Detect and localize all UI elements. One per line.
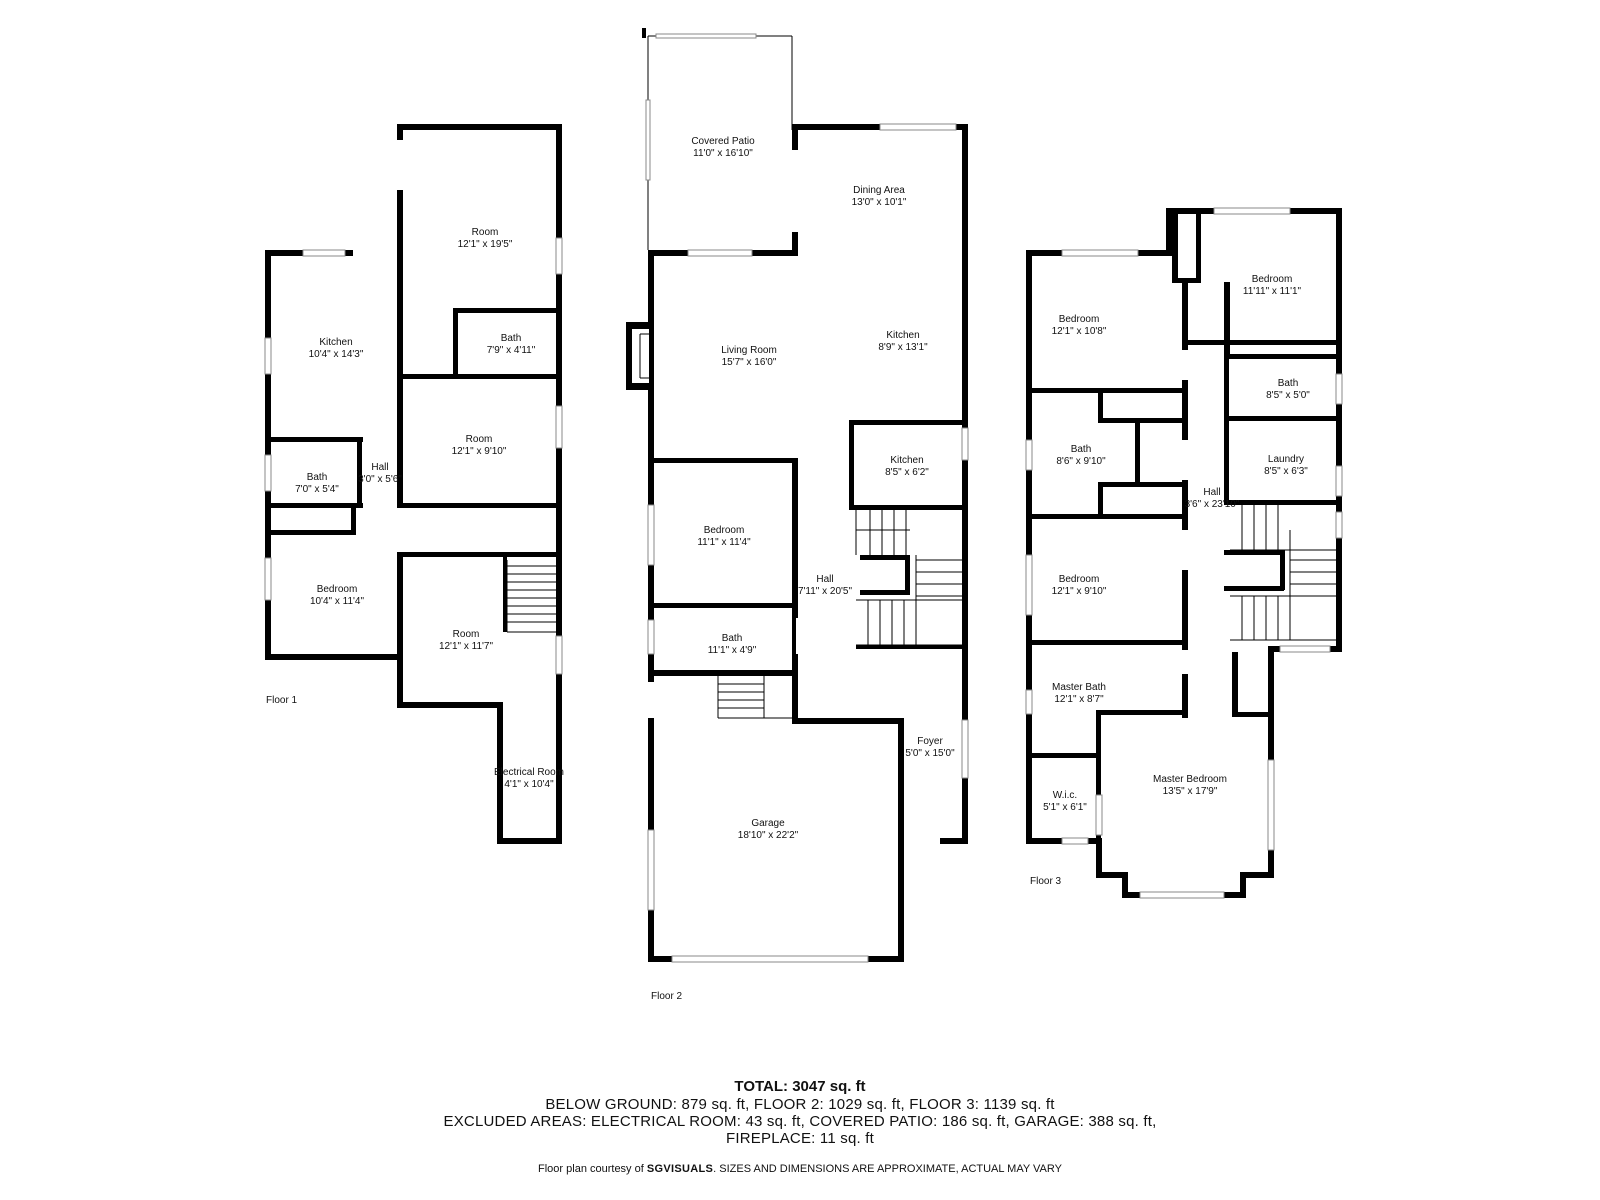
room-name: Kitchen [886,330,919,341]
room-dims: 12'1" x 9'10" [1052,586,1107,597]
excluded-areas: EXCLUDED AREAS: ELECTRICAL ROOM: 43 sq. … [443,1113,1157,1130]
room-name: Dining Area [853,185,905,196]
room-dims: 8'5" x 6'2" [885,467,929,478]
room-name: Bath [501,333,522,344]
room-dims: 3'6" x 23'10" [1185,499,1240,510]
room-dims: 12'1" x 11'7" [439,641,494,652]
room-name: Bedroom [1059,574,1100,585]
room-name: Bedroom [704,525,745,536]
floor-3-label: Floor 3 [1030,876,1062,887]
room-name: Foyer [917,736,943,747]
floor-1-stairs [506,560,556,633]
room-dims: 5'0" x 15'0" [905,748,955,759]
room-name: Room [472,227,499,238]
room-dims: 12'1" x 8'7" [1054,694,1104,705]
room-dims: 7'11" x 20'5" [798,586,853,597]
room-dims: 12'1" x 10'8" [1052,326,1107,337]
room-dims: 11'0" x 16'10" [693,148,753,159]
room-name: Living Room [721,345,777,356]
room-name: Electrical Room [494,767,564,778]
room-name: Bath [1071,444,1092,455]
floor-2-plan: Covered Patio 11'0" x 16'10" Dining Area… [626,28,969,1002]
fireplace-area: FIREPLACE: 11 sq. ft [726,1130,874,1147]
room-dims: 8'6" x 9'10" [1056,456,1106,467]
room-name: Room [466,434,493,445]
room-dims: 7'0" x 5'4" [295,484,339,495]
room-name: Master Bath [1052,682,1106,693]
room-name: Garage [751,818,785,829]
room-name: Kitchen [319,337,352,348]
room-name: Hall [816,574,833,585]
room-name: Bedroom [1059,314,1100,325]
floor-3-stairs [1230,505,1336,641]
room-name: Hall [1203,487,1220,498]
room-name: Room [453,629,480,640]
floor-2-label: Floor 2 [651,991,683,1002]
total-area: TOTAL: 3047 sq. ft [734,1078,866,1095]
floor-1-plan: Kitchen 10'4" x 14'3" Bath 7'0" x 5'4" H… [264,124,564,844]
room-name: Bath [1278,378,1299,389]
room-dims: 18'10" x 22'2" [738,830,799,841]
room-dims: 10'4" x 14'3" [309,349,364,360]
room-name: Covered Patio [691,136,755,147]
room-dims: 11'1" x 4'9" [708,645,757,656]
area-summary: TOTAL: 3047 sq. ft BELOW GROUND: 879 sq.… [0,1078,1600,1147]
floor-areas: BELOW GROUND: 879 sq. ft, FLOOR 2: 1029 … [545,1096,1055,1113]
credit-line: Floor plan courtesy of SGVISUALS. SIZES … [0,1163,1600,1175]
room-name: Kitchen [890,455,923,466]
room-dims: 7'9" x 4'11" [487,345,536,356]
room-dims: 12'1" x 9'10" [452,446,507,457]
room-dims: 10'4" x 11'4" [310,596,365,607]
room-dims: 11'11" x 11'1" [1243,286,1302,297]
room-name: Laundry [1268,454,1304,465]
room-dims: 5'1" x 6'1" [1043,802,1087,813]
floor-1-label: Floor 1 [266,695,298,706]
room-dims: 8'9" x 13'1" [878,342,928,353]
room-dims: 13'0" x 10'1" [852,197,907,208]
room-name: Bath [722,633,743,644]
room-name: W.i.c. [1053,790,1077,801]
room-name: Master Bedroom [1153,774,1227,785]
room-name: Bedroom [317,584,358,595]
floor-2-stairs-upper [855,510,910,555]
credit-disclaimer: . SIZES AND DIMENSIONS ARE APPROXIMATE, … [713,1163,1062,1175]
room-dims: 4'1" x 10'4" [504,779,554,790]
room-dims: 3'0" x 5'6" [358,474,402,485]
room-dims: 8'5" x 5'0" [1266,390,1310,401]
floor-2-stairs-garage [717,676,792,719]
credit-prefix: Floor plan courtesy of [538,1163,647,1175]
brand-logo: SGVISUALS [646,1163,714,1175]
room-dims: 12'1" x 19'5" [458,239,513,250]
room-dims: 8'5" x 6'3" [1264,466,1308,477]
room-name: Hall [371,462,388,473]
floor-2-stairs-lower [856,555,962,646]
room-name: Bath [307,472,328,483]
room-name: Bedroom [1252,274,1293,285]
room-dims: 11'1" x 11'4" [697,537,751,548]
floor-3-plan: Bedroom 12'1" x 10'8" Bedroom 11'11" x 1… [1025,207,1343,899]
room-dims: 13'5" x 17'9" [1163,786,1218,797]
room-dims: 15'7" x 16'0" [722,357,777,368]
